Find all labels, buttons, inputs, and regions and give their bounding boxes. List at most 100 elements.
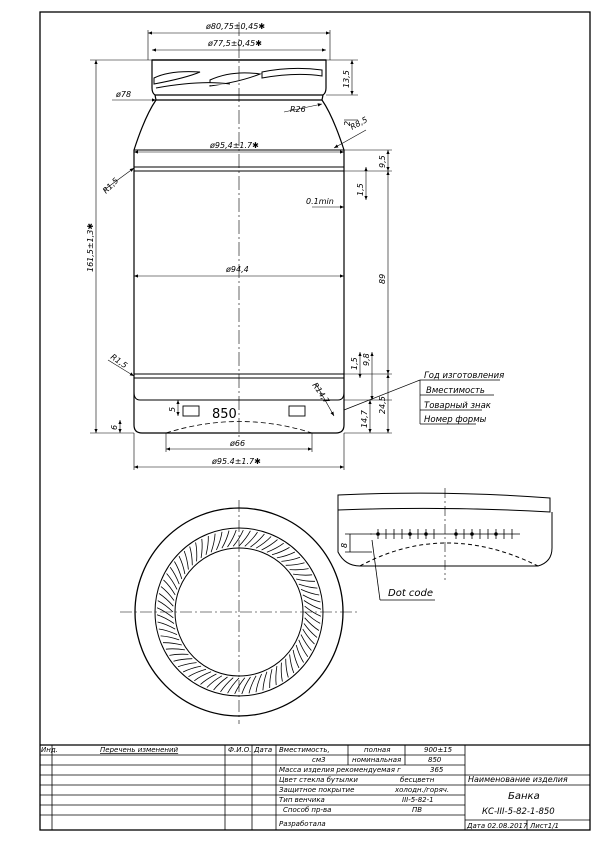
dim-base: ø66	[229, 439, 245, 448]
knurl-stroke	[300, 589, 320, 596]
knurl-stroke	[266, 542, 284, 553]
tb-col-list: Перечень изменений	[100, 746, 179, 754]
knurl-stroke	[182, 665, 202, 673]
tb-finish-value: III-5-82-1	[402, 796, 434, 804]
dim-5: 5	[168, 407, 177, 412]
knurl-stroke	[241, 676, 251, 695]
knurl-stroke	[220, 677, 234, 693]
tb-date: Дата 02.08.2017	[466, 822, 528, 830]
knurl-stroke	[177, 662, 197, 668]
knurl-stroke	[304, 611, 321, 624]
dot-code-ticks	[345, 529, 520, 601]
knurl-stroke	[166, 573, 178, 590]
tb-sheet: Лист1/1	[529, 822, 559, 830]
dim-r26: R26	[290, 105, 306, 114]
knurl-stroke	[200, 673, 217, 685]
capacity-emboss: 850	[212, 407, 237, 422]
knurl-stroke	[271, 547, 290, 556]
knurl-stroke	[195, 542, 198, 562]
title-block-grid	[40, 744, 590, 830]
knurl-stroke	[238, 530, 251, 547]
callout-trademark: Товарный знак	[424, 401, 492, 411]
knurl-stroke	[303, 623, 318, 638]
knurl-stroke	[174, 561, 183, 580]
knurl-stroke	[300, 634, 312, 651]
knurl-stroke	[303, 600, 322, 610]
dim-bottom-body: ø95.4±1.7✱	[211, 457, 261, 466]
tb-finish-label: Тип венчика	[279, 796, 325, 804]
knurl-stroke	[298, 583, 318, 589]
tb-mass-label: Масса изделия рекомендуемая г	[279, 766, 401, 774]
knurl-stroke	[205, 535, 209, 555]
knurl-stroke	[281, 556, 301, 562]
dim-body: ø94,4	[225, 265, 249, 274]
dim-9-5: 9,5	[378, 155, 387, 168]
knurl-stroke	[262, 671, 268, 691]
knurl-stroke	[160, 586, 175, 601]
tb-color-label: Цвет стекла бутылки	[279, 776, 358, 784]
tb-col-date: Дата	[253, 746, 272, 754]
knurl-stroke	[194, 671, 212, 682]
tb-capacity-unit: см3	[312, 756, 326, 764]
tb-method-value: ПВ	[412, 806, 422, 814]
knurl-stroke	[232, 529, 244, 547]
dim-inner-neck: ø77,5±0,45✱	[207, 39, 262, 48]
knurl-stroke	[162, 642, 182, 646]
callout-year: Год изготовления	[424, 371, 504, 381]
dim-r14-7: R14,7	[310, 381, 331, 406]
emboss-boxes	[182, 405, 306, 417]
dim-total-height: 161,5±1,3✱	[86, 223, 95, 272]
tb-method-label: Способ пр-ва	[283, 806, 331, 814]
dim-1-5-top: 1,5	[356, 183, 365, 196]
knurl-stroke	[169, 567, 180, 585]
knurl-stroke	[292, 649, 300, 669]
dot-code-dots	[376, 532, 498, 536]
knurl-stroke	[298, 639, 309, 657]
knurl-stroke	[244, 531, 258, 547]
knurl-stroke	[216, 531, 223, 551]
knurl-stroke	[280, 662, 283, 682]
dim-6: 6	[110, 425, 119, 430]
knurl-stroke	[296, 578, 316, 582]
knurl-stroke	[295, 644, 304, 663]
knurl-stroke	[173, 658, 193, 662]
dim-neck-78: ø78	[115, 90, 131, 99]
knurling	[156, 529, 322, 695]
dim-14-7: 14,7	[360, 409, 369, 428]
knurl-stroke	[250, 533, 265, 548]
tb-product-name-label: Наименование изделия	[468, 775, 568, 784]
tb-coating-label: Защитное покрытие	[279, 786, 354, 794]
knurl-stroke	[234, 677, 246, 695]
dim-upper-body: ø95,4±1.7✱	[209, 141, 259, 150]
knurl-stroke	[289, 568, 309, 571]
knurl-stroke	[285, 562, 305, 566]
knurl-stroke	[156, 614, 175, 624]
bottom-centerlines	[120, 500, 358, 724]
dim-1-5-bottom: 1,5	[350, 357, 359, 370]
knurl-stroke	[210, 533, 216, 553]
dim-r1-5-top: R1,5	[101, 176, 120, 195]
dim-9-8: 9,8	[362, 353, 371, 366]
knurl-stroke	[289, 654, 295, 674]
knurl-stroke	[248, 675, 257, 694]
sheet-frame	[39, 11, 591, 831]
knurl-stroke	[188, 668, 207, 677]
knurl-stroke	[169, 653, 189, 656]
knurl-stroke	[213, 676, 228, 691]
tb-nominal-label: номинальная	[352, 756, 401, 764]
tb-developed-label: Разработала	[279, 820, 326, 828]
knurl-stroke	[304, 605, 322, 617]
thread-lugs	[153, 67, 323, 89]
knurl-stroke	[275, 666, 278, 686]
knurl-stroke	[302, 594, 321, 603]
tb-mass-value: 365	[430, 766, 444, 774]
dim-8: 8	[340, 543, 349, 548]
knurl-stroke	[156, 607, 174, 619]
knurl-stroke	[163, 579, 176, 596]
knurl-stroke	[158, 628, 178, 635]
tb-col-change: Инд.	[41, 746, 58, 754]
tb-product-name: Банка	[508, 791, 540, 802]
knurl-stroke	[227, 529, 237, 548]
